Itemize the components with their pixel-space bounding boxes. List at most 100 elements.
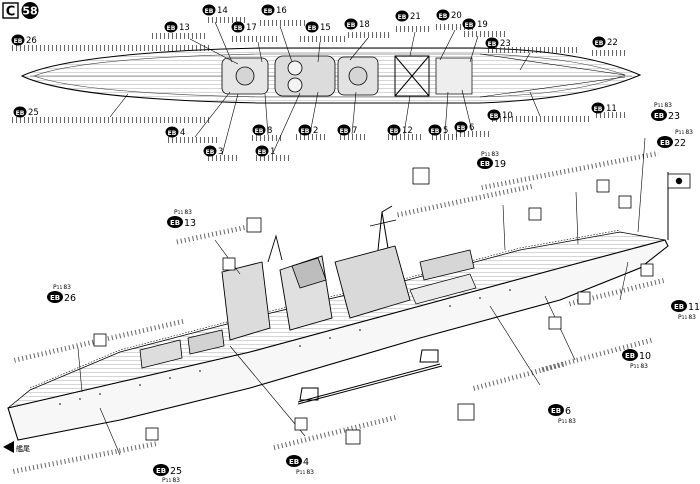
svg-text:P1183: P1183 bbox=[558, 418, 576, 425]
svg-text:EB: EB bbox=[205, 8, 214, 15]
svg-text:22: 22 bbox=[607, 38, 618, 48]
step-number-badge bbox=[21, 2, 39, 19]
top-view-funnel-block bbox=[274, 55, 336, 97]
svg-text:EB: EB bbox=[465, 22, 474, 29]
svg-text:1: 1 bbox=[270, 147, 275, 157]
svg-text:P1183: P1183 bbox=[675, 129, 693, 136]
top-view-torpedo-deck bbox=[435, 57, 473, 95]
side-view-portholes bbox=[59, 289, 511, 405]
svg-text:EB: EB bbox=[398, 14, 407, 21]
svg-text:P1183: P1183 bbox=[654, 102, 672, 109]
svg-text:P1183: P1183 bbox=[481, 151, 499, 158]
svg-text:P1183: P1183 bbox=[678, 314, 696, 321]
svg-text:25: 25 bbox=[28, 108, 39, 118]
svg-text:26: 26 bbox=[64, 293, 76, 304]
top-view-funnel-1 bbox=[287, 60, 303, 76]
svg-text:18: 18 bbox=[359, 20, 370, 30]
svg-text:13: 13 bbox=[184, 218, 196, 229]
svg-text:23: 23 bbox=[668, 111, 680, 122]
svg-text:4: 4 bbox=[303, 457, 309, 468]
step-number: 58 bbox=[22, 5, 37, 18]
svg-text:6: 6 bbox=[469, 123, 474, 133]
svg-text:EB: EB bbox=[258, 149, 267, 156]
svg-text:2: 2 bbox=[313, 126, 318, 136]
svg-text:19: 19 bbox=[494, 159, 506, 170]
svg-text:EB: EB bbox=[206, 149, 215, 156]
top-view-bow-rail-lower bbox=[479, 76, 626, 98]
svg-text:EB: EB bbox=[301, 128, 310, 135]
svg-text:EB: EB bbox=[660, 139, 670, 147]
svg-text:4: 4 bbox=[180, 128, 185, 138]
svg-text:EB: EB bbox=[490, 113, 499, 120]
svg-text:EB: EB bbox=[255, 128, 264, 135]
section-letter-box bbox=[2, 2, 19, 19]
step-header: C 58 bbox=[2, 2, 39, 20]
svg-text:P1183: P1183 bbox=[296, 469, 314, 476]
side-view-bridge bbox=[334, 245, 411, 319]
svg-text:12: 12 bbox=[402, 126, 413, 136]
side-view-display-stand bbox=[297, 349, 443, 405]
svg-text:P1183: P1183 bbox=[53, 284, 71, 291]
svg-text:14: 14 bbox=[217, 6, 228, 16]
top-view-turret-aft bbox=[235, 66, 255, 86]
svg-text:EB: EB bbox=[264, 8, 273, 15]
top-view-funnel-2 bbox=[287, 77, 303, 93]
side-view-fore-mast bbox=[377, 205, 393, 251]
svg-text:EB: EB bbox=[595, 40, 604, 47]
svg-text:15: 15 bbox=[320, 23, 331, 33]
svg-text:EB: EB bbox=[347, 22, 356, 29]
svg-text:13: 13 bbox=[179, 23, 190, 33]
svg-text:11: 11 bbox=[606, 104, 617, 114]
svg-text:EB: EB bbox=[480, 160, 490, 168]
svg-text:23: 23 bbox=[500, 39, 511, 49]
svg-text:10: 10 bbox=[502, 111, 513, 121]
svg-text:EB: EB bbox=[16, 110, 25, 117]
svg-text:25: 25 bbox=[170, 466, 182, 477]
side-view-deck bbox=[7, 231, 666, 409]
svg-text:EB: EB bbox=[457, 125, 466, 132]
svg-text:P1183: P1183 bbox=[630, 363, 648, 370]
top-view-railings bbox=[10, 17, 627, 161]
top-view-catapult-deck bbox=[394, 55, 430, 97]
side-view-mast-yard bbox=[369, 219, 397, 227]
svg-text:P1183: P1183 bbox=[162, 477, 180, 484]
svg-text:EB: EB bbox=[167, 25, 176, 32]
svg-text:EB: EB bbox=[654, 112, 664, 120]
side-view-torpedo-deck bbox=[409, 273, 477, 305]
top-view-leader-lines bbox=[109, 21, 541, 156]
detail-inset-boxes bbox=[93, 167, 654, 445]
section-letter: C bbox=[6, 5, 16, 20]
svg-text:21: 21 bbox=[410, 12, 421, 22]
svg-text:EB: EB bbox=[431, 128, 440, 135]
svg-text:EB: EB bbox=[234, 25, 243, 32]
svg-text:EB: EB bbox=[390, 128, 399, 135]
side-view-ensign bbox=[667, 172, 691, 240]
svg-text:20: 20 bbox=[451, 11, 462, 21]
svg-text:EB: EB bbox=[340, 128, 349, 135]
stern-marker: 艦尾 bbox=[3, 441, 30, 453]
